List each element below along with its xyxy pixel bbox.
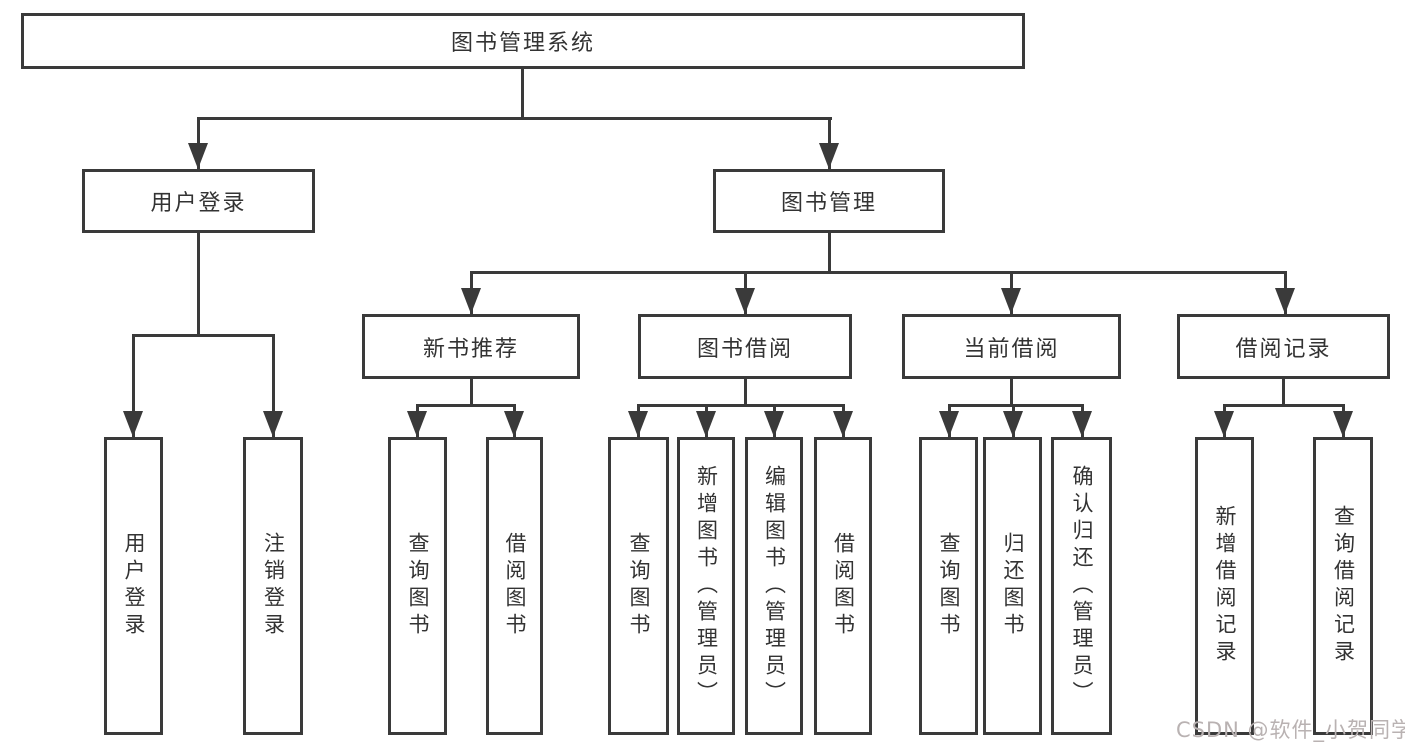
arrowhead-down-icon — [819, 143, 839, 169]
connector-line — [948, 404, 1084, 407]
connector-line — [828, 233, 831, 272]
diagram-node-nbr-query-books: 查询图书 — [388, 437, 447, 735]
arrowhead-down-icon — [188, 143, 208, 169]
diagram-node-leaf-logout: 注销登录 — [243, 437, 303, 735]
arrowhead-down-icon — [1333, 411, 1353, 437]
arrowhead-down-icon — [504, 411, 524, 437]
arrowhead-down-icon — [1214, 411, 1234, 437]
connector-line — [132, 334, 135, 437]
diagram-node-borrowing-records: 借阅记录 — [1177, 314, 1390, 379]
csdn-watermark: CSDN @软件_小贺同学 — [1176, 718, 1405, 742]
diagram-node-leaf-user-login: 用户登录 — [104, 437, 163, 735]
diagram-node-bb-add-books-admin: 新增图书（管理员） — [677, 437, 735, 735]
arrowhead-down-icon — [939, 411, 959, 437]
diagram-node-current-borrowing: 当前借阅 — [902, 314, 1121, 379]
diagram-node-bb-edit-books-admin: 编辑图书（管理员） — [745, 437, 803, 735]
connector-line — [132, 334, 275, 337]
diagram-node-cb-return-books: 归还图书 — [983, 437, 1042, 735]
arrowhead-down-icon — [696, 411, 716, 437]
arrowhead-down-icon — [1072, 411, 1092, 437]
connector-line — [744, 379, 747, 405]
diagram-node-root: 图书管理系统 — [21, 13, 1025, 69]
connector-line — [470, 379, 473, 405]
arrowhead-down-icon — [764, 411, 784, 437]
arrowhead-down-icon — [407, 411, 427, 437]
arrowhead-down-icon — [1275, 288, 1295, 314]
arrowhead-down-icon — [1001, 288, 1021, 314]
arrowhead-down-icon — [628, 411, 648, 437]
arrowhead-down-icon — [263, 411, 283, 437]
arrowhead-down-icon — [833, 411, 853, 437]
connector-line — [521, 69, 524, 118]
diagram-node-nbr-borrow-books: 借阅图书 — [486, 437, 543, 735]
arrowhead-down-icon — [1003, 411, 1023, 437]
connector-line — [1282, 379, 1285, 405]
connector-line — [637, 404, 845, 407]
diagram-node-new-book-recommendation: 新书推荐 — [362, 314, 580, 379]
connector-line — [1010, 379, 1013, 405]
diagram-node-bb-query-books: 查询图书 — [608, 437, 669, 735]
connector-line — [197, 233, 200, 335]
connector-line — [416, 404, 516, 407]
diagram-node-br-query-record: 查询借阅记录 — [1313, 437, 1373, 735]
arrowhead-down-icon — [461, 288, 481, 314]
connector-line — [272, 334, 275, 437]
diagram-node-br-add-record: 新增借阅记录 — [1195, 437, 1254, 735]
arrowhead-down-icon — [123, 411, 143, 437]
connector-line — [470, 271, 1287, 274]
diagram-node-cb-query-books: 查询图书 — [919, 437, 978, 735]
diagram-node-book-borrowing: 图书借阅 — [638, 314, 852, 379]
connector-line — [197, 117, 832, 120]
diagram-node-bb-borrow-books: 借阅图书 — [814, 437, 872, 735]
diagram-node-cb-confirm-return-admin: 确认归还（管理员） — [1051, 437, 1112, 735]
connector-line — [1223, 404, 1344, 407]
diagram-node-book-management: 图书管理 — [713, 169, 945, 233]
diagram-node-user-login: 用户登录 — [82, 169, 315, 233]
arrowhead-down-icon — [735, 288, 755, 314]
